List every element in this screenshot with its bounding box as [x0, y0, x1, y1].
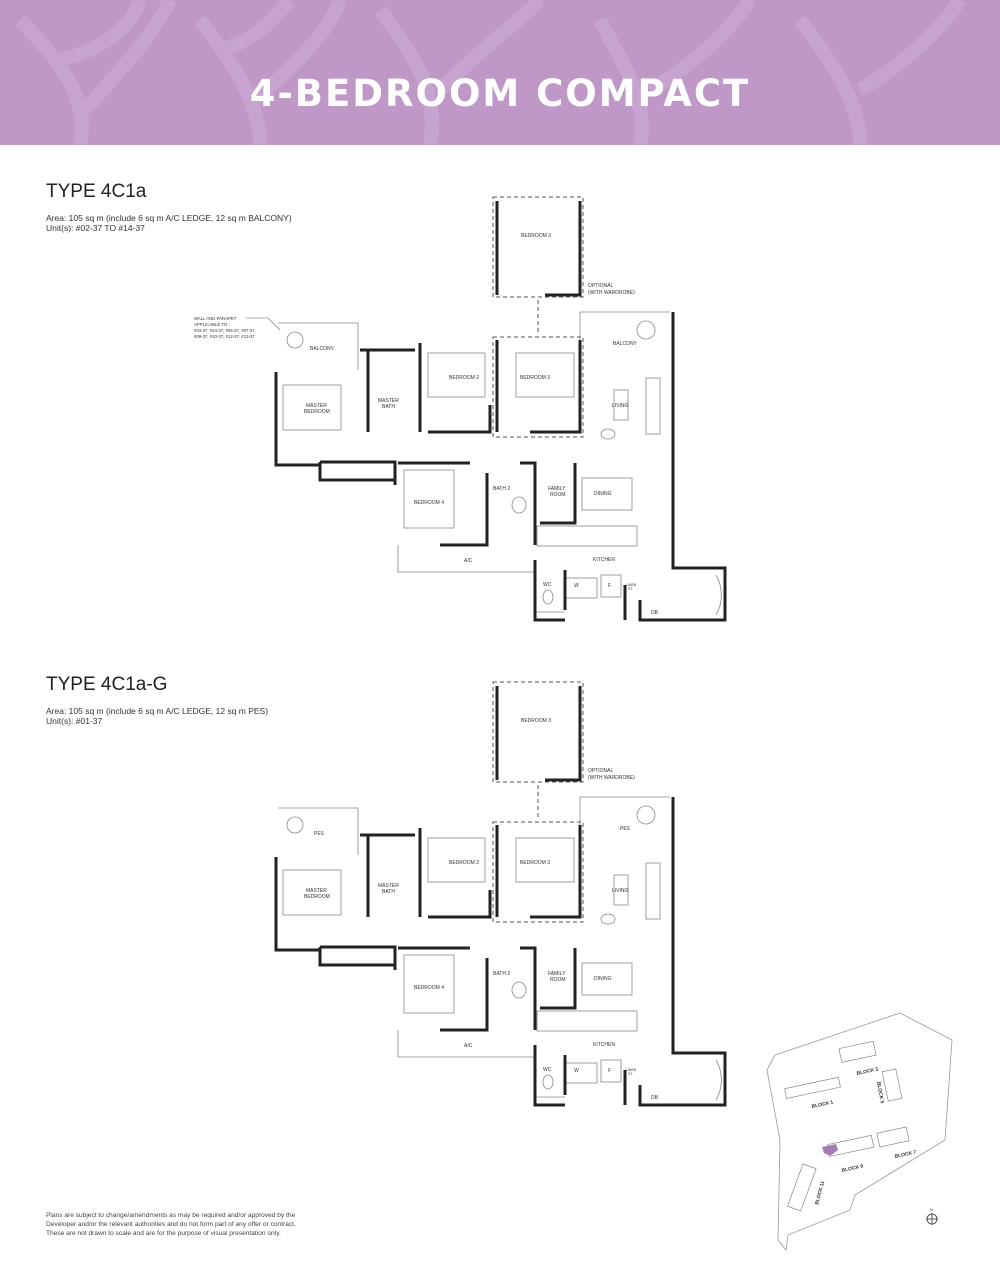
room-label-master-bath-2: BATH: [382, 889, 395, 895]
parapet-note-line-2: APPLICABLE TO :: [194, 322, 230, 327]
parapet-note-line-3: #03-37, #04-37, #06-37, #07-37,: [194, 328, 256, 333]
plan-1-room-labels: BALCONY BALCONY MASTER BEDROOM MASTER BA…: [304, 233, 659, 616]
room-label-bedroom-3-optional: BEDROOM 3: [521, 718, 551, 724]
room-label-washer: W: [574, 583, 579, 589]
room-label-master-bath-1: MASTER: [378, 398, 399, 404]
plan-1-info: Area: 105 sq m (include 6 sq m A/C LEDGE…: [46, 213, 292, 233]
page-title: 4-BEDROOM COMPACT: [249, 72, 751, 115]
room-label-linen-2: ST: [628, 587, 633, 591]
block-3-label: BLOCK 3: [856, 1066, 879, 1076]
room-label-master-bedroom-2: BEDROOM: [304, 894, 330, 900]
room-label-db: DB: [651, 1095, 659, 1101]
room-label-balcony-left: BALCONY: [310, 346, 335, 352]
room-label-family-room-1: FAMILY: [548, 486, 566, 492]
room-label-kitchen: KITCHEN: [593, 557, 615, 563]
north-arrow-icon: N: [926, 1207, 938, 1225]
room-label-master-bath-2: BATH: [382, 404, 395, 410]
room-label-family-room-2: ROOM: [550, 492, 566, 498]
optional-label-2: (WITH WARDROBE): [588, 775, 635, 781]
block-9-label: BLOCK 9: [841, 1163, 864, 1173]
room-label-balcony-right: BALCONY: [613, 341, 638, 347]
room-label-bedroom-3-optional: BEDROOM 3: [521, 233, 551, 239]
room-label-fridge: F: [608, 1068, 611, 1074]
room-label-pes-left: PES: [314, 831, 325, 837]
disclaimer-line-1: Plans are subject to change/amendments a…: [46, 1212, 296, 1219]
plan-2-info: Area: 105 sq m (include 6 sq m A/C LEDGE…: [46, 706, 268, 726]
room-label-wc: WC: [543, 1067, 552, 1073]
optional-label-1: OPTIONAL: [588, 283, 614, 289]
parapet-note-line-4: #09-37, #10-37, #12-37, #13-37: [194, 334, 255, 339]
optional-label-1: OPTIONAL: [588, 768, 614, 774]
room-label-kitchen: KITCHEN: [593, 1042, 615, 1048]
room-label-dining: DINING: [594, 976, 612, 982]
room-label-ac: A/C: [464, 558, 473, 564]
room-label-dining: DINING: [594, 491, 612, 497]
room-label-bedroom-2: BEDROOM 2: [449, 375, 479, 381]
block-7-label: BLOCK 7: [894, 1149, 917, 1159]
room-label-washer: W: [574, 1068, 579, 1074]
room-label-master-bedroom-1: MASTER: [306, 888, 327, 894]
room-label-bath-2: BATH 2: [493, 971, 510, 977]
plan-2-area: Area: 105 sq m (include 6 sq m A/C LEDGE…: [46, 706, 269, 716]
room-label-living: LIVING: [612, 888, 629, 894]
plan-2-room-labels: PES PES MASTER BEDROOM MASTER BATH BEDRO…: [304, 718, 659, 1101]
plan-2-units: Unit(s): #01-37: [46, 716, 103, 726]
plan-1-area: Area: 105 sq m (include 6 sq m A/C LEDGE…: [46, 213, 292, 223]
optional-label-2: (WITH WARDROBE): [588, 290, 635, 296]
block-5-label: BLOCK 5: [875, 1081, 885, 1104]
room-label-master-bedroom-1: MASTER: [306, 403, 327, 409]
room-label-master-bath-1: MASTER: [378, 883, 399, 889]
room-label-pes-right: PES: [620, 826, 631, 832]
room-label-linen-1: LINEN: [626, 583, 637, 587]
disclaimer-line-2: Developer and/or the relevant authoritie…: [46, 1221, 296, 1228]
room-label-family-room-2: ROOM: [550, 977, 566, 983]
header-banner: 4-BEDROOM COMPACT: [0, 0, 1000, 145]
room-label-bedroom-3: BEDROOM 3: [520, 375, 550, 381]
room-label-bedroom-4: BEDROOM 4: [414, 500, 444, 506]
disclaimer-line-3: These are not drawn to scale and are for…: [46, 1230, 281, 1237]
parapet-note-line-1: WALL AND PARAPET: [194, 316, 237, 321]
room-label-linen-1: LINEN: [626, 1068, 637, 1072]
room-label-bath-2: BATH 2: [493, 486, 510, 492]
north-label: N: [930, 1207, 933, 1212]
room-label-fridge: F: [608, 583, 611, 589]
plan-2-type-title: TYPE 4C1a-G: [46, 674, 168, 695]
plan-1-drawing: BALCONY BALCONY MASTER BEDROOM MASTER BA…: [194, 195, 727, 622]
room-label-master-bedroom-2: BEDROOM: [304, 409, 330, 415]
tree-pattern-decoration: [15, 0, 966, 145]
plan-2-drawing: PES PES MASTER BEDROOM MASTER BATH BEDRO…: [274, 680, 727, 1107]
block-11-label: BLOCK 11: [814, 1180, 826, 1205]
plan-1-type-title: TYPE 4C1a: [46, 181, 147, 202]
room-label-bedroom-3: BEDROOM 3: [520, 860, 550, 866]
disclaimer: Plans are subject to change/amendments a…: [46, 1211, 316, 1238]
room-label-family-room-1: FAMILY: [548, 971, 566, 977]
block-1-label: BLOCK 1: [811, 1099, 834, 1109]
plan-1-units: Unit(s): #02-37 TO #14-37: [46, 223, 145, 233]
room-label-bedroom-2: BEDROOM 2: [449, 860, 479, 866]
room-label-db: DB: [651, 610, 659, 616]
highlighted-unit: [822, 1144, 838, 1156]
room-label-ac: A/C: [464, 1043, 473, 1049]
room-label-living: LIVING: [612, 403, 629, 409]
room-label-linen-2: ST: [628, 1072, 633, 1076]
key-plan: BLOCK 1 BLOCK 3 BLOCK 5 BLOCK 7 BLOCK 9 …: [766, 1012, 953, 1251]
parapet-note: WALL AND PARAPET APPLICABLE TO : #03-37,…: [194, 316, 281, 339]
room-label-bedroom-4: BEDROOM 4: [414, 985, 444, 991]
room-label-wc: WC: [543, 582, 552, 588]
